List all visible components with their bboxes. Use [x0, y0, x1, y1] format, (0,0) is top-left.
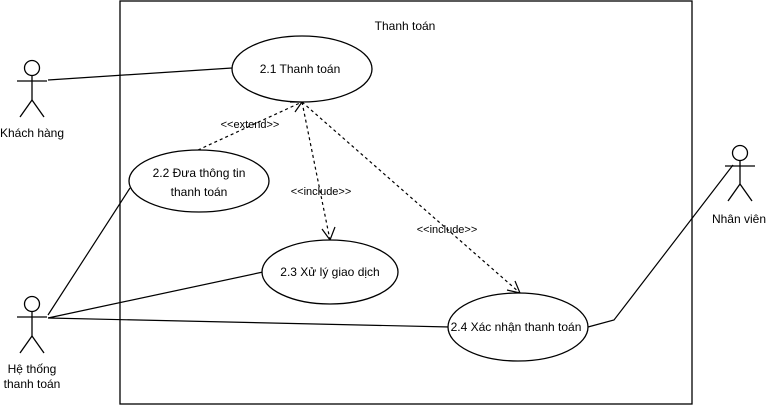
assoc-staff-uc4: [587, 164, 734, 328]
system-title: Thanh toán: [375, 19, 436, 33]
actor-customer-label: Khách hàng: [0, 126, 64, 140]
actor-payment-system-label-line1: Hệ thống: [8, 362, 57, 376]
assoc-system-uc4: [47, 317, 451, 328]
actor-payment-system[interactable]: [17, 295, 47, 354]
extend-line: [197, 101, 303, 151]
use-case-2-2[interactable]: 2.2 Đưa thông tin thanh toán: [128, 149, 270, 213]
actor-staff-head: [731, 144, 749, 162]
actor-customer[interactable]: [17, 59, 47, 118]
assoc-system-uc2: [47, 187, 131, 316]
include-label-uc3: <<include>>: [291, 186, 352, 198]
use-case-2-2-label-line2: thanh toán: [171, 185, 228, 199]
assoc-customer-uc1: [47, 67, 233, 81]
use-case-2-2-label-line1: 2.2 Đưa thông tin: [153, 166, 246, 180]
use-case-2-1[interactable]: 2.1 Thanh toán: [231, 35, 373, 103]
actor-staff-label: Nhân viên: [712, 212, 766, 226]
use-case-2-4-label: 2.4 Xác nhận thanh toán: [451, 320, 582, 334]
actor-customer-head: [23, 59, 41, 77]
actor-payment-system-head: [23, 295, 41, 313]
use-case-2-3[interactable]: 2.3 Xử lý giao dịch: [261, 239, 399, 305]
use-case-2-4[interactable]: 2.4 Xác nhận thanh toán: [447, 292, 589, 362]
actor-staff[interactable]: [725, 144, 755, 202]
extend-label: <<extend>>: [221, 119, 280, 131]
use-case-2-3-label: 2.3 Xử lý giao dịch: [280, 265, 379, 279]
include-line-uc4: [301, 101, 521, 294]
include-label-uc4: <<include>>: [417, 224, 478, 236]
actor-payment-system-label-line2: thanh toán: [4, 377, 61, 391]
assoc-system-uc3: [47, 271, 264, 319]
use-case-2-1-label: 2.1 Thanh toán: [260, 62, 341, 76]
